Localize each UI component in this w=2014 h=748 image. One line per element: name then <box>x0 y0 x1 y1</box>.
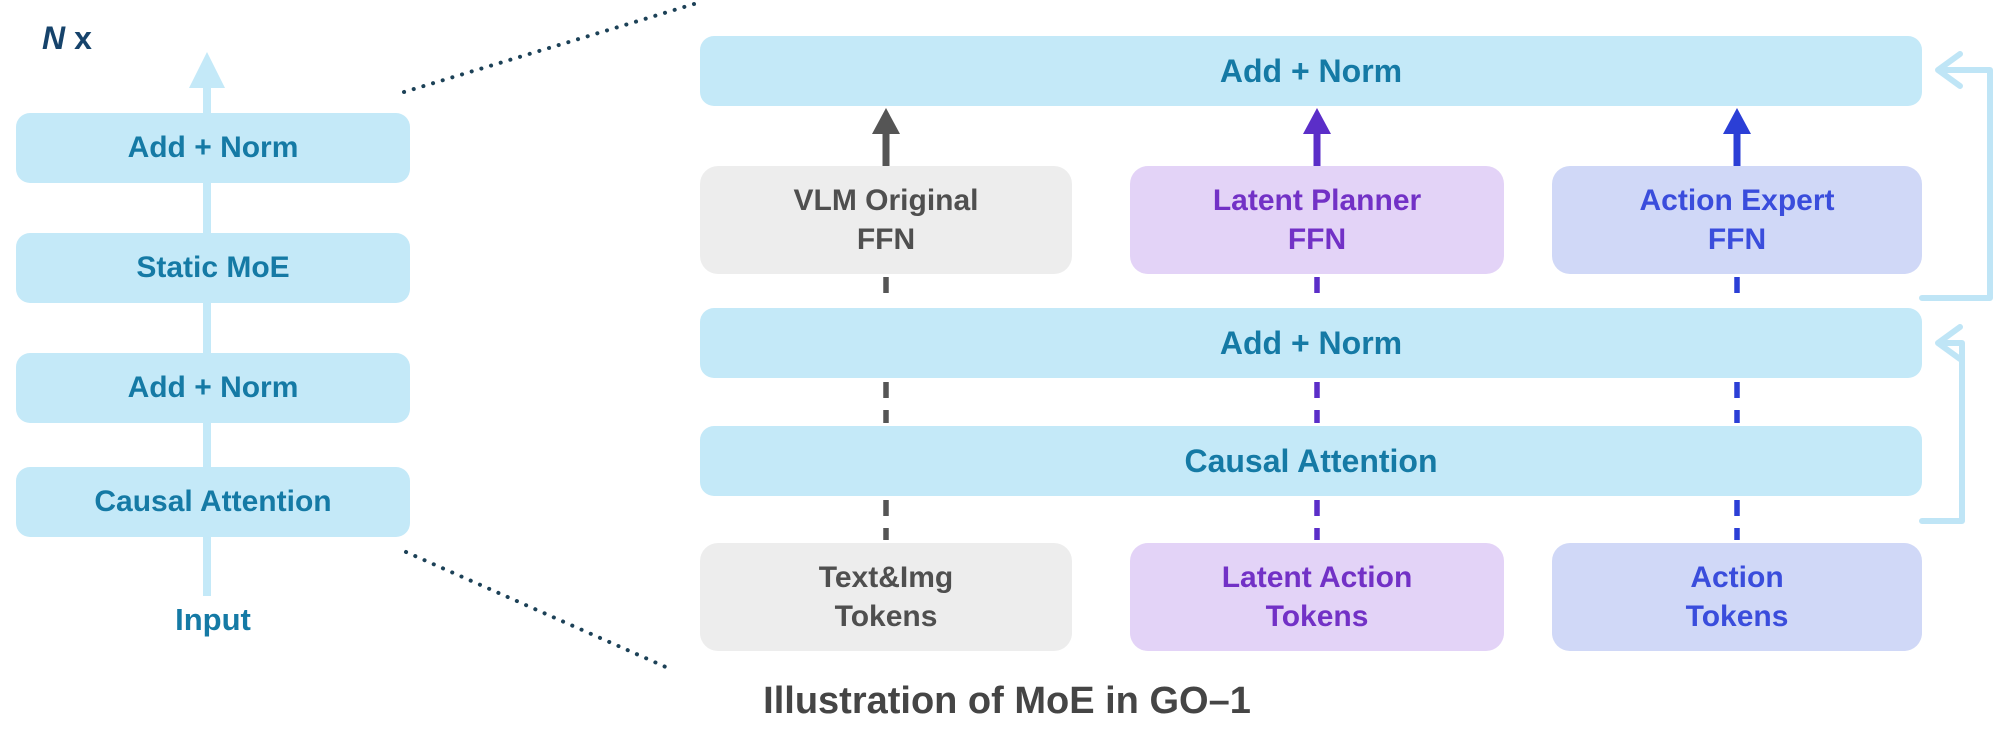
action-expert-ffn-box: Action Expert FFN <box>1552 166 1922 274</box>
latent-action-tokens-line2: Tokens <box>1265 600 1369 633</box>
left-block-causal-attention: Causal Attention <box>16 467 410 537</box>
action-tokens-line1: Action <box>1690 561 1784 594</box>
text-img-tokens-line1: Text&Img <box>818 561 954 594</box>
action-expert-label-line2: FFN <box>1707 223 1767 256</box>
diagram-caption: Illustration of MoE in GO–1 <box>763 680 1251 722</box>
action-expert-label-line1: Action Expert <box>1639 184 1835 217</box>
repeat-count-x: x <box>74 20 92 56</box>
vlm-ffn-label-line2: FFN <box>856 223 916 256</box>
latent-planner-label-line1: Latent Planner <box>1212 184 1422 217</box>
right-bar-causal-attention: Causal Attention <box>700 426 1922 496</box>
callout-line-top <box>402 2 696 94</box>
vlm-original-ffn-box: VLM Original FFN <box>700 166 1072 274</box>
latent-planner-ffn-box: Latent Planner FFN <box>1130 166 1504 274</box>
action-tokens-line2: Tokens <box>1685 600 1789 633</box>
action-expert-output-arrow <box>1723 108 1751 166</box>
latent-action-tokens-box: Latent Action Tokens <box>1130 543 1504 651</box>
right-bar-add-norm-top: Add + Norm <box>700 36 1922 106</box>
text-img-tokens-box: Text&Img Tokens <box>700 543 1072 651</box>
left-block-static-moe: Static MoE <box>16 233 410 303</box>
action-tokens-box: Action Tokens <box>1552 543 1922 651</box>
left-block-add-norm-top: Add + Norm <box>16 113 410 183</box>
callout-line-bottom <box>404 550 670 670</box>
repeat-count-n: N <box>42 20 66 56</box>
left-block-add-norm-bottom: Add + Norm <box>16 353 410 423</box>
vlm-ffn-output-arrow <box>872 108 900 166</box>
latent-action-tokens-line1: Latent Action <box>1221 561 1413 594</box>
residual-skip-upper <box>1919 51 1993 301</box>
latent-planner-label-line2: FFN <box>1287 223 1347 256</box>
vlm-ffn-label-line1: VLM Original <box>793 184 979 217</box>
latent-planner-output-arrow <box>1303 108 1331 166</box>
right-bar-add-norm-mid: Add + Norm <box>700 308 1922 378</box>
residual-skip-lower <box>1919 324 1965 524</box>
text-img-tokens-line2: Tokens <box>834 600 938 633</box>
input-label: Input <box>175 602 251 637</box>
